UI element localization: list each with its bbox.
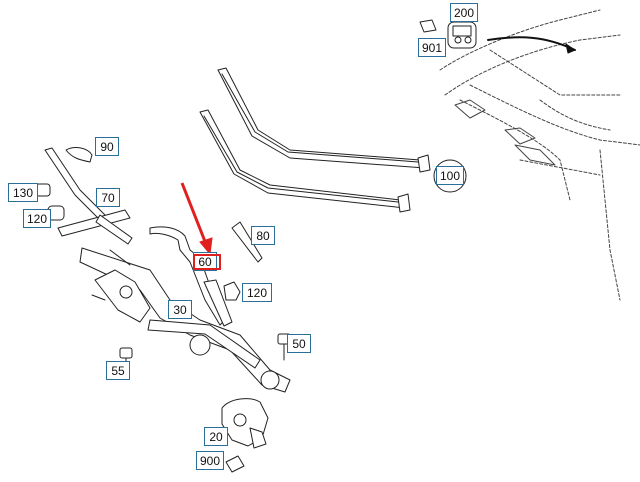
callout-90: 90	[95, 137, 119, 156]
nut-130	[35, 183, 51, 197]
cap-120-right	[223, 281, 241, 301]
wiper-arm-left	[44, 147, 133, 245]
wiper-linkage-frame	[79, 247, 291, 393]
callout-100: 100	[436, 166, 464, 185]
highlight-box-60	[193, 254, 221, 270]
callout-130: 130	[8, 183, 38, 202]
car-body-outline	[439, 9, 640, 301]
callout-30: 30	[168, 300, 192, 319]
wiper-arm-right	[149, 226, 233, 327]
sensor-pointer-arrow	[487, 36, 576, 51]
wiper-blade-lower	[199, 109, 411, 213]
rain-sensor-part	[419, 19, 477, 49]
wiper-motor	[221, 398, 269, 449]
callout-200: 200	[450, 3, 478, 22]
wiper-blade-upper	[217, 67, 431, 173]
cover-80	[231, 221, 263, 263]
connector-900	[225, 455, 245, 473]
callout-120-left: 120	[23, 209, 51, 228]
callout-80: 80	[251, 226, 275, 245]
callout-120-right: 120	[242, 283, 272, 302]
callout-55: 55	[106, 361, 130, 380]
callout-70: 70	[96, 188, 120, 207]
callout-900: 900	[196, 451, 224, 470]
highlight-arrow	[180, 182, 213, 256]
callout-20: 20	[204, 427, 228, 446]
callout-901: 901	[418, 38, 446, 57]
car-headlight	[454, 99, 556, 166]
callout-50: 50	[287, 334, 311, 353]
